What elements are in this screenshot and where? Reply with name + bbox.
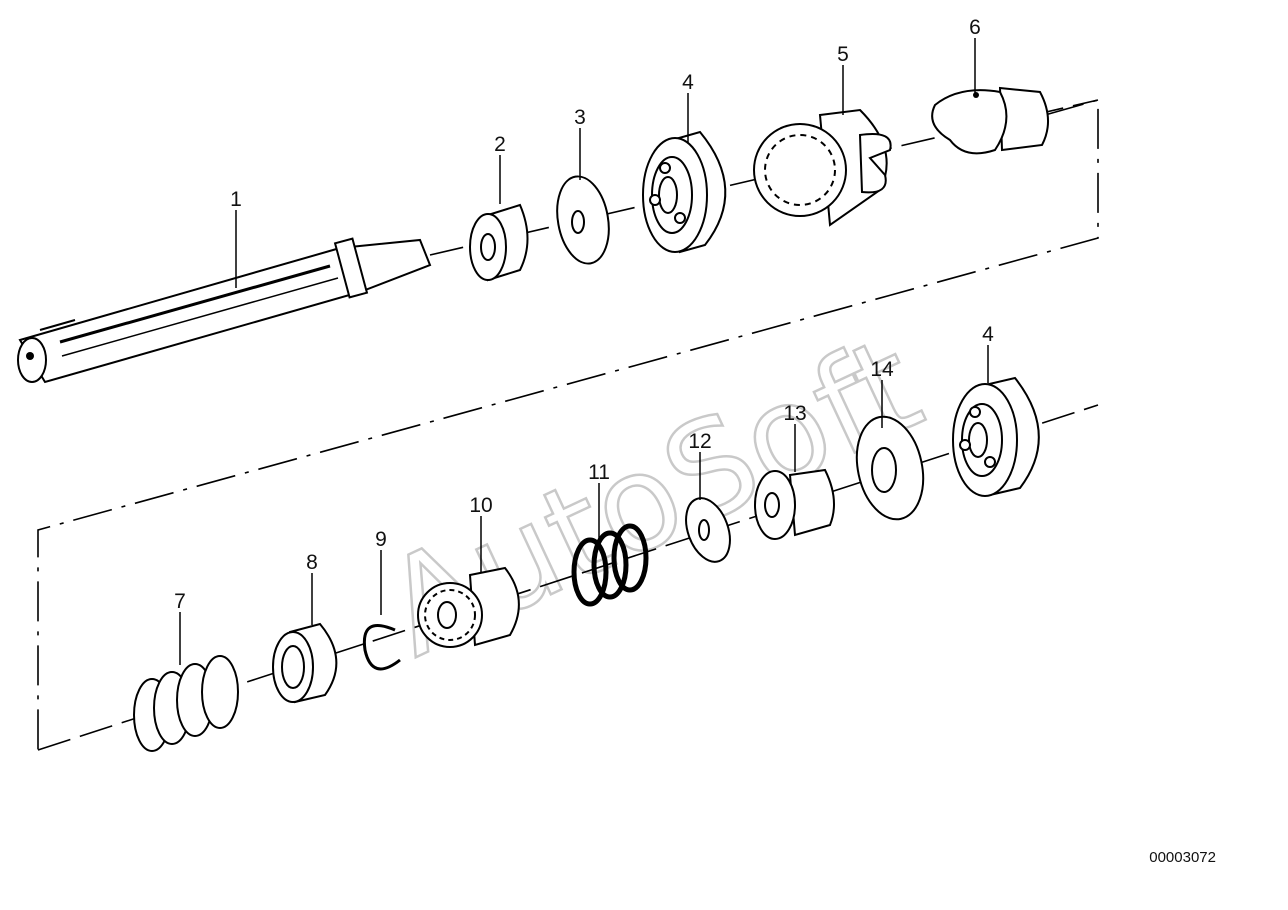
upper-axis bbox=[429, 99, 1099, 256]
drawing-number: 00003072 bbox=[1149, 849, 1216, 866]
callout-labels: 1 2 3 4 5 6 7 8 9 10 11 12 13 14 4 bbox=[174, 16, 994, 613]
callout-6: 6 bbox=[969, 16, 981, 39]
part-14-washer[interactable] bbox=[848, 410, 932, 525]
callout-3: 3 bbox=[574, 106, 586, 129]
callout-4-upper: 4 bbox=[682, 71, 694, 94]
callout-4-lower: 4 bbox=[982, 323, 994, 346]
part-3-washer[interactable] bbox=[551, 172, 616, 267]
callout-8: 8 bbox=[306, 551, 318, 574]
part-5-gear[interactable] bbox=[753, 108, 892, 227]
part-4-bearing-lower[interactable] bbox=[952, 376, 1040, 497]
part-4-bearing-upper[interactable] bbox=[642, 130, 727, 254]
part-12-washer[interactable] bbox=[678, 492, 738, 568]
part-7-spring[interactable] bbox=[133, 655, 239, 752]
callout-2: 2 bbox=[494, 133, 506, 156]
part-10-gear[interactable] bbox=[417, 566, 520, 648]
frame-line bbox=[37, 98, 1099, 750]
callout-13: 13 bbox=[783, 402, 806, 425]
part-9-circlip[interactable] bbox=[362, 624, 401, 671]
part-13-bushing[interactable] bbox=[754, 468, 835, 540]
callout-12: 12 bbox=[688, 430, 711, 453]
callout-1: 1 bbox=[230, 188, 242, 211]
leader-lines bbox=[179, 38, 989, 665]
callout-7: 7 bbox=[174, 590, 186, 613]
part-2-bushing[interactable] bbox=[469, 203, 529, 282]
part-1-shaft[interactable] bbox=[17, 237, 432, 384]
part-6-selector[interactable] bbox=[931, 86, 1049, 155]
callout-11: 11 bbox=[588, 461, 610, 484]
callout-9: 9 bbox=[375, 528, 387, 551]
part-11-spring[interactable] bbox=[571, 523, 649, 607]
callout-5: 5 bbox=[837, 43, 849, 66]
callout-14: 14 bbox=[870, 358, 894, 381]
part-8-hub[interactable] bbox=[272, 622, 338, 704]
callout-10: 10 bbox=[469, 494, 492, 517]
